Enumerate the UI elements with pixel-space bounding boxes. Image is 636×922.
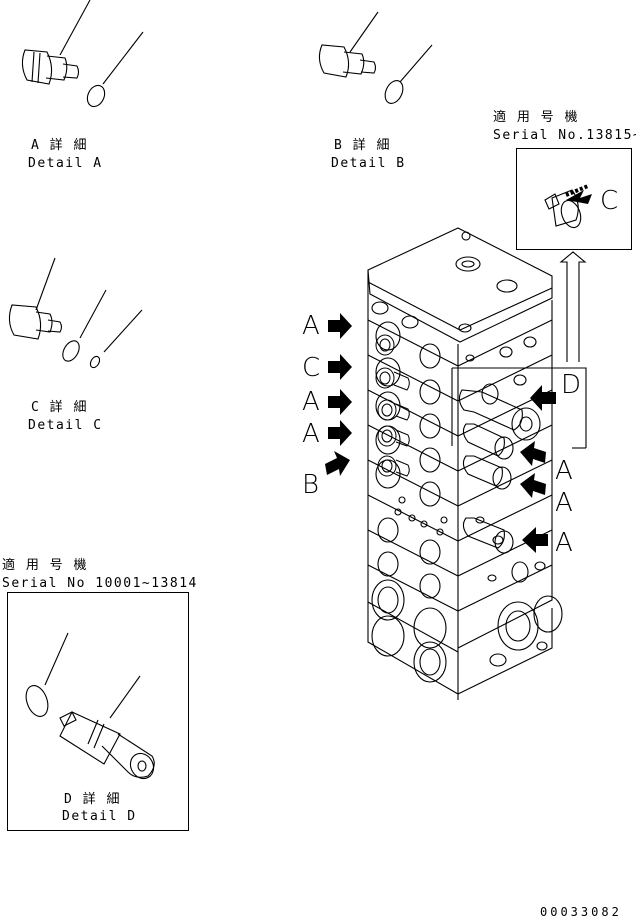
detail-b-label-jp: B 詳 細 — [334, 138, 391, 153]
detail-b-plug-icon — [318, 11, 433, 104]
detail-d-label-jp: D 詳 細 — [64, 792, 121, 807]
callout-left-2: C — [302, 353, 321, 383]
inset-c-letter: C — [600, 186, 619, 216]
detail-c-label-en: Detail C — [28, 418, 103, 433]
detail-d-label-en: Detail D — [62, 809, 137, 824]
detail-a-label-en: Detail A — [28, 156, 103, 171]
detail-b-label-en: Detail B — [331, 156, 406, 171]
detail-d-valve-icon — [25, 632, 155, 780]
callout-right-1: A — [555, 456, 573, 486]
inset-c-plug-icon — [544, 184, 592, 229]
callout-left-5: B — [302, 470, 320, 500]
callout-left-1: A — [302, 311, 320, 341]
serial-left-jp: 適 用 号 機 — [2, 558, 88, 573]
reference-arrow — [559, 251, 587, 362]
control-valve-block — [367, 227, 587, 700]
detail-c-plug-icon — [8, 257, 143, 369]
left-callout-arrows — [325, 313, 352, 476]
callout-right-3: A — [555, 528, 573, 558]
right-callout-arrows — [520, 385, 556, 553]
callout-right-2: A — [555, 488, 573, 518]
detail-a-plug-icon — [21, 0, 144, 108]
detail-a-label-jp: A 詳 細 — [31, 138, 88, 153]
callout-left-3: A — [302, 387, 320, 417]
detail-c-label-jp: C 詳 細 — [31, 400, 88, 415]
drawing-number: 00033082 — [540, 905, 622, 919]
callout-left-4: A — [302, 419, 320, 449]
serial-top-jp: 適 用 号 機 — [493, 110, 579, 125]
serial-top-number: Serial No.13815~ — [493, 128, 636, 143]
serial-inset-box-c — [516, 148, 632, 250]
detail-d-box — [7, 592, 189, 831]
serial-left-number: Serial No 10001~13814 — [2, 576, 198, 591]
callout-d: D — [561, 370, 582, 400]
